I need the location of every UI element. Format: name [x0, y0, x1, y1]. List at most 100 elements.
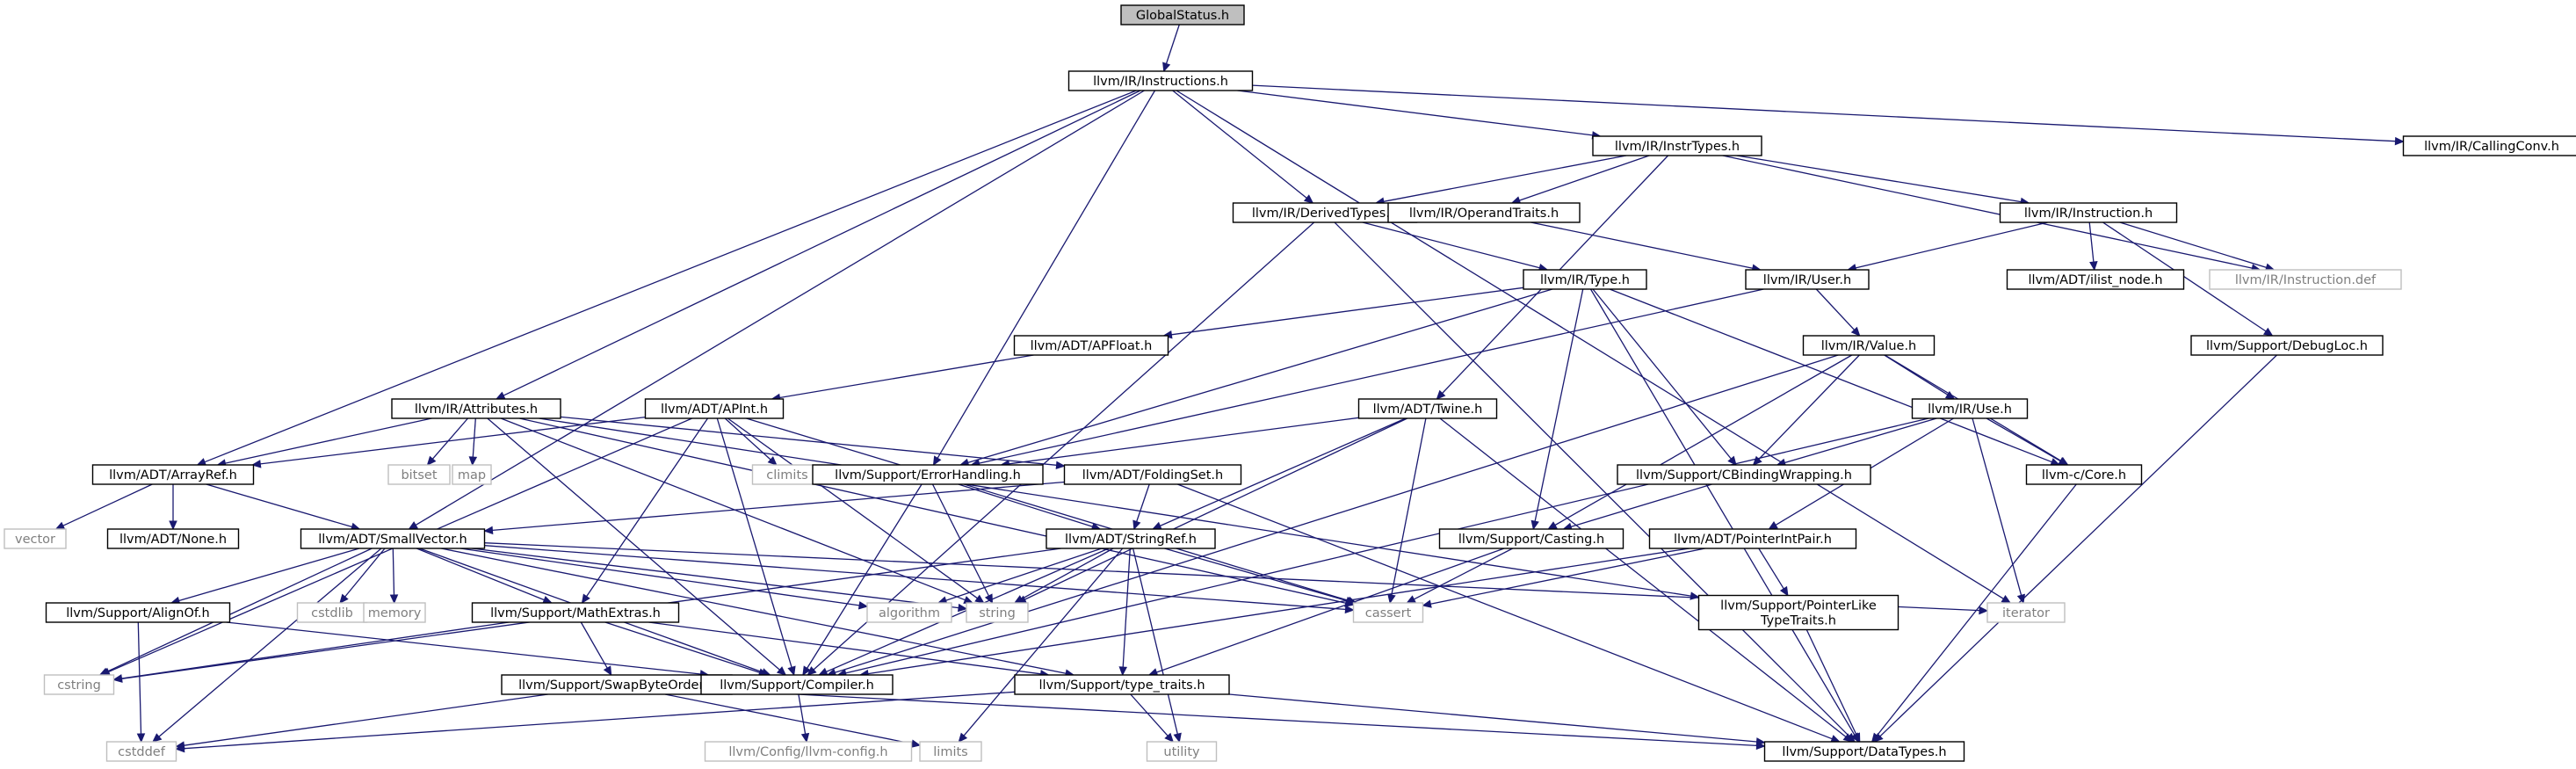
edge-arrowhead — [1406, 595, 1416, 604]
edge-casting-to-cassert — [1406, 548, 1513, 604]
node-errorhandling[interactable]: llvm/Support/ErrorHandling.h — [812, 464, 1044, 485]
edge-line — [1519, 155, 1650, 201]
edge-arrowhead — [483, 526, 494, 535]
edge-line — [184, 693, 548, 746]
edge-line — [487, 417, 780, 671]
node-userh[interactable]: llvm/IR/User.h — [1745, 269, 1870, 290]
edge-arrowhead — [1151, 521, 1162, 530]
node-label: llvm/Support/Casting.h — [1458, 533, 1604, 547]
edge-line — [62, 483, 153, 526]
edge-swapbyteorder-to-cstddef — [175, 693, 548, 750]
edge-arrowhead — [169, 520, 177, 531]
edge-line — [1530, 221, 1754, 269]
edge-stringref-to-utility — [1132, 548, 1182, 744]
edge-line — [724, 417, 771, 461]
node-stringref[interactable]: llvm/ADT/StringRef.h — [1046, 528, 1216, 549]
edge-line — [727, 417, 978, 599]
node-llvmconfig: llvm/Config/llvm-config.h — [704, 741, 913, 762]
node-arrayref[interactable]: llvm/ADT/ArrayRef.h — [91, 464, 255, 485]
node-foldingset[interactable]: llvm/ADT/FoldingSet.h — [1063, 464, 1242, 485]
edge-smallvector-to-alignof — [170, 548, 360, 605]
edge-line — [1784, 417, 1937, 464]
edge-line — [1252, 84, 2396, 142]
edge-line — [1132, 548, 1178, 735]
node-label: cassert — [1365, 606, 1412, 620]
node-label: utility — [1163, 745, 1200, 759]
node-globalstatus[interactable]: GlobalStatus.h — [1120, 4, 1245, 25]
node-box — [2006, 269, 2185, 290]
node-box — [1120, 4, 1245, 25]
node-debugloc[interactable]: llvm/Support/DebugLoc.h — [2190, 335, 2384, 356]
edge-arrowhead — [1755, 737, 1766, 746]
node-limits: limits — [919, 741, 982, 762]
node-label: llvm/ADT/None.h — [119, 533, 227, 547]
edge-line — [1009, 417, 1359, 465]
node-casting[interactable]: llvm/Support/Casting.h — [1438, 528, 1624, 549]
node-cstring: cstring — [43, 674, 115, 695]
node-smallvector[interactable]: llvm/ADT/SmallVector.h — [300, 528, 486, 549]
node-alignof[interactable]: llvm/Support/AlignOf.h — [45, 602, 231, 623]
edge-arrowhead — [2394, 136, 2405, 146]
node-box — [704, 741, 913, 762]
node-noneh[interactable]: llvm/ADT/None.h — [106, 528, 240, 549]
node-compiler[interactable]: llvm/Support/Compiler.h — [700, 674, 894, 695]
edge-line — [1362, 221, 1540, 269]
node-instrtypes[interactable]: llvm/IR/InstrTypes.h — [1592, 135, 1762, 156]
node-swapbyteorder[interactable]: llvm/Support/SwapByteOrder.h — [501, 674, 733, 695]
node-ilistnode[interactable]: llvm/ADT/ilist_node.h — [2006, 269, 2185, 290]
edge-arrowhead — [767, 456, 778, 466]
edge-line — [746, 417, 1350, 602]
edge-line — [664, 693, 913, 744]
node-twine[interactable]: llvm/ADT/Twine.h — [1357, 398, 1498, 419]
edge-smallvector-to-cassert — [484, 545, 1355, 614]
node-label: llvm/IR/OperandTraits.h — [1409, 207, 1559, 221]
node-utility: utility — [1146, 741, 1218, 762]
node-derivedtypes[interactable]: llvm/IR/DerivedTypes.h — [1232, 202, 1418, 223]
node-map: map — [452, 464, 492, 485]
node-callingconv[interactable]: llvm/IR/CallingConv.h — [2402, 135, 2576, 156]
node-box — [2190, 335, 2384, 356]
edge-useh-to-iterator — [1972, 417, 2026, 605]
node-memory: memory — [363, 602, 426, 623]
node-instructiondef: llvm/IR/Instruction.def — [2209, 269, 2402, 290]
node-attributes[interactable]: llvm/IR/Attributes.h — [391, 398, 561, 419]
edge-line — [204, 90, 1137, 463]
node-mathextras[interactable]: llvm/Support/MathExtras.h — [471, 602, 680, 623]
edge-line — [867, 548, 1690, 675]
edge-arrowhead — [776, 666, 787, 676]
node-apint[interactable]: llvm/ADT/APInt.h — [644, 398, 785, 419]
node-pointerintpair[interactable]: llvm/ADT/PointerIntPair.h — [1648, 528, 1857, 549]
edge-line — [344, 548, 386, 598]
node-useh[interactable]: llvm/IR/Use.h — [1911, 398, 2029, 419]
node-cbindingwrapping[interactable]: llvm/Support/CBindingWrapping.h — [1617, 464, 1871, 485]
node-coreh[interactable]: llvm-c/Core.h — [2025, 464, 2143, 485]
edge-arrowhead — [1344, 605, 1355, 614]
node-typeh[interactable]: llvm/IR/Type.h — [1523, 269, 1647, 290]
edge-arrowhead — [1013, 595, 1024, 604]
node-box — [2209, 269, 2402, 290]
node-box — [1352, 602, 1424, 623]
node-datatypes[interactable]: llvm/Support/DataTypes.h — [1763, 741, 1965, 762]
edge-stringref-to-limits — [958, 548, 1124, 743]
node-box — [105, 741, 177, 762]
edge-line — [586, 417, 709, 597]
node-instruction[interactable]: llvm/IR/Instruction.h — [1999, 202, 2178, 223]
edge-line — [560, 416, 1057, 466]
node-box — [1592, 135, 1762, 156]
node-box — [1067, 70, 1254, 91]
node-box — [363, 602, 426, 623]
edge-line — [1736, 155, 2022, 203]
node-typetraits[interactable]: llvm/Support/type_traits.h — [1014, 674, 1230, 695]
edge-valueh-to-cbindingwrapping — [1752, 354, 1860, 466]
node-operandtraits[interactable]: llvm/IR/OperandTraits.h — [1387, 202, 1581, 223]
edge-arrowhead — [175, 744, 185, 753]
edge-casting-to-typetraits — [1147, 548, 1505, 677]
node-box — [1986, 602, 2066, 623]
node-box — [1387, 202, 1581, 223]
node-valueh[interactable]: llvm/IR/Value.h — [1802, 335, 1936, 356]
edge-arrowhead — [857, 601, 869, 610]
edge-line — [1021, 548, 1114, 600]
node-apfloat[interactable]: llvm/ADT/APFloat.h — [1013, 335, 1169, 356]
node-instructions[interactable]: llvm/IR/Instructions.h — [1067, 70, 1254, 91]
